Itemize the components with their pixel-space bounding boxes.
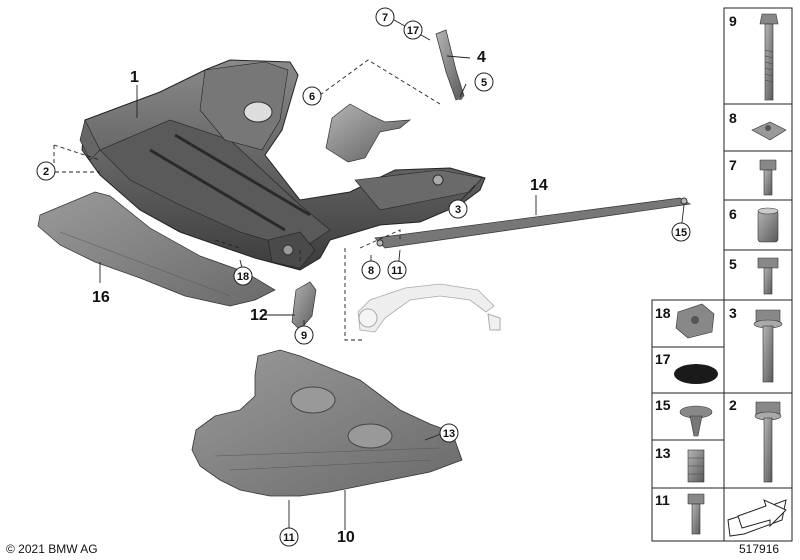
bolt-flange-icon <box>754 401 782 483</box>
clip-nut-icon <box>675 303 715 339</box>
rivet-icon <box>679 405 713 437</box>
panel-label-8: 8 <box>729 110 737 126</box>
underride-guard <box>191 349 463 497</box>
panel-label-11: 11 <box>655 492 670 508</box>
underbody-panel <box>37 191 276 307</box>
callout-9-text: 9 <box>301 330 307 342</box>
callout-9: 9 <box>294 325 314 345</box>
callout-13: 13 <box>439 423 459 443</box>
panel-box-7 <box>723 150 793 201</box>
tension-strut <box>435 29 465 101</box>
heat-shield <box>325 103 412 163</box>
panel-label-18: 18 <box>655 305 671 321</box>
callout-5-text: 5 <box>481 77 487 89</box>
panel-label-5: 5 <box>729 256 737 272</box>
plug-icon <box>674 364 718 384</box>
leader-lines <box>53 59 441 341</box>
callout-11-lower: 11 <box>279 527 299 547</box>
bolt-washer-icon <box>753 309 783 383</box>
callout-11-lower-text: 11 <box>283 532 295 544</box>
callout-4: 4 <box>477 49 486 66</box>
callout-3-text: 3 <box>455 204 461 216</box>
callout-10: 10 <box>337 529 355 546</box>
callout-8-text: 8 <box>368 265 374 277</box>
bolt-long-icon <box>759 13 779 101</box>
callout-15-text: 15 <box>675 227 687 239</box>
bracket <box>291 281 317 331</box>
bolt-short-icon <box>759 159 777 196</box>
tension-bar <box>374 197 692 249</box>
front-axle-support <box>79 59 486 271</box>
control-arm <box>357 283 501 333</box>
callout-7: 7 <box>375 7 395 27</box>
panel-label-2: 2 <box>729 397 737 413</box>
panel-label-17: 17 <box>655 351 671 367</box>
callout-17: 17 <box>403 20 423 40</box>
callout-15: 15 <box>671 222 691 242</box>
callout-16: 16 <box>92 289 110 306</box>
figure-number: 517916 <box>739 542 779 556</box>
callout-11-upper-text: 11 <box>391 265 403 277</box>
callout-6-text: 6 <box>309 91 315 103</box>
callout-1: 1 <box>130 69 139 86</box>
panel-label-7: 7 <box>729 157 737 173</box>
callout-17-text: 17 <box>407 25 419 37</box>
callout-13-text: 13 <box>443 428 455 440</box>
callout-11-upper: 11 <box>387 260 407 280</box>
callout-14: 14 <box>530 177 548 194</box>
callout-7-text: 7 <box>382 12 388 24</box>
panel-label-6: 6 <box>729 206 737 222</box>
callout-2: 2 <box>36 161 56 181</box>
arrow-icon <box>727 499 787 537</box>
callout-18-text: 18 <box>237 271 249 283</box>
bolt-small-icon <box>687 493 705 535</box>
copyright-text: © 2021 BMW AG <box>6 542 98 556</box>
callout-5: 5 <box>474 72 494 92</box>
callout-8: 8 <box>361 260 381 280</box>
spring-nut-icon <box>687 449 705 483</box>
callout-3: 3 <box>448 199 468 219</box>
bolt-collar-icon <box>757 257 779 295</box>
callout-2-text: 2 <box>43 166 49 178</box>
panel-label-9: 9 <box>729 13 737 29</box>
bushing-icon <box>757 207 779 243</box>
callout-6: 6 <box>302 86 322 106</box>
callout-12: 12 <box>250 307 268 324</box>
panel-label-3: 3 <box>729 305 737 321</box>
panel-label-15: 15 <box>655 397 671 413</box>
clip-icon <box>751 121 787 141</box>
panel-label-13: 13 <box>655 445 671 461</box>
callout-18: 18 <box>233 266 253 286</box>
